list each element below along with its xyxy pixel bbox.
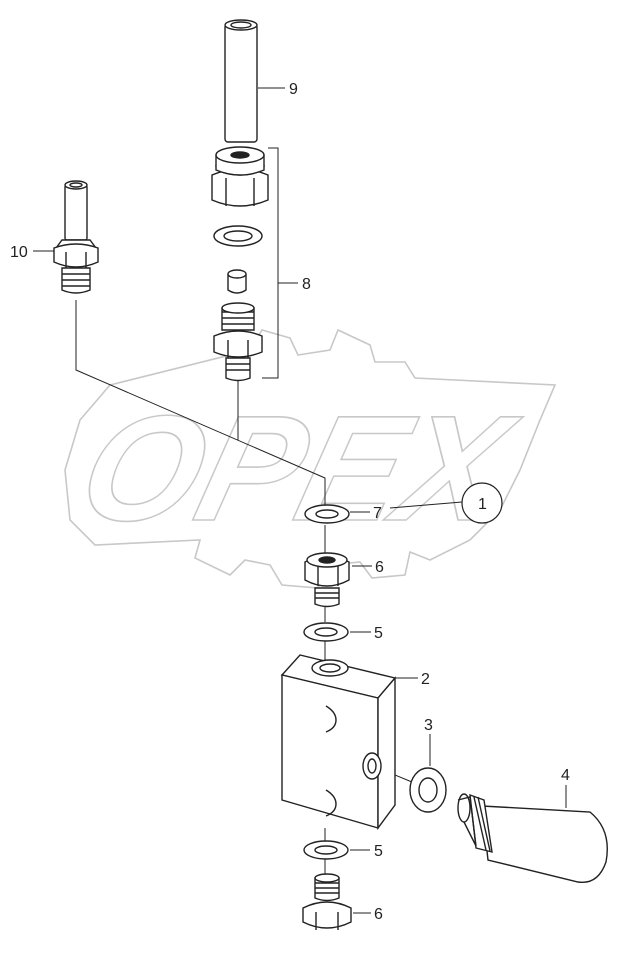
callout-10: 10 [10, 244, 28, 261]
callout-1: 1 [478, 496, 487, 513]
callout-9: 9 [289, 81, 298, 98]
callout-4: 4 [561, 767, 570, 784]
callout-8: 8 [302, 276, 311, 293]
callout-5-upper: 5 [374, 625, 383, 642]
part-5-washer-lower [303, 840, 349, 860]
part-6-plug-upper [304, 552, 350, 608]
watermark: OPEX [64, 328, 557, 589]
part-2-block [280, 654, 397, 831]
part-9-tube [224, 19, 258, 143]
part-6-plug-lower [302, 873, 352, 930]
part-5-washer-upper [303, 622, 349, 642]
leader-1 [389, 501, 463, 509]
part-8-fitting [211, 146, 269, 382]
callout-7: 7 [373, 505, 382, 522]
watermark-text: OPEX [65, 385, 532, 552]
callout-6-lower: 6 [374, 906, 383, 923]
bracket-8 [262, 147, 279, 379]
callout-3: 3 [424, 717, 433, 734]
part-3-washer [409, 767, 447, 813]
callout-2: 2 [421, 671, 430, 688]
part-4-cylinder [457, 793, 608, 884]
part-10-fitting [53, 180, 99, 294]
part-7-washer [304, 504, 350, 524]
leader-lines [33, 87, 567, 914]
callout-labels: 1 2 3 4 5 5 6 6 7 8 9 10 [10, 81, 570, 923]
leader-10-assembly [75, 300, 326, 520]
watermark-gear [64, 328, 557, 589]
callout-6-upper: 6 [375, 559, 384, 576]
callout-5-lower: 5 [374, 843, 383, 860]
callout-1-circle [461, 482, 503, 524]
